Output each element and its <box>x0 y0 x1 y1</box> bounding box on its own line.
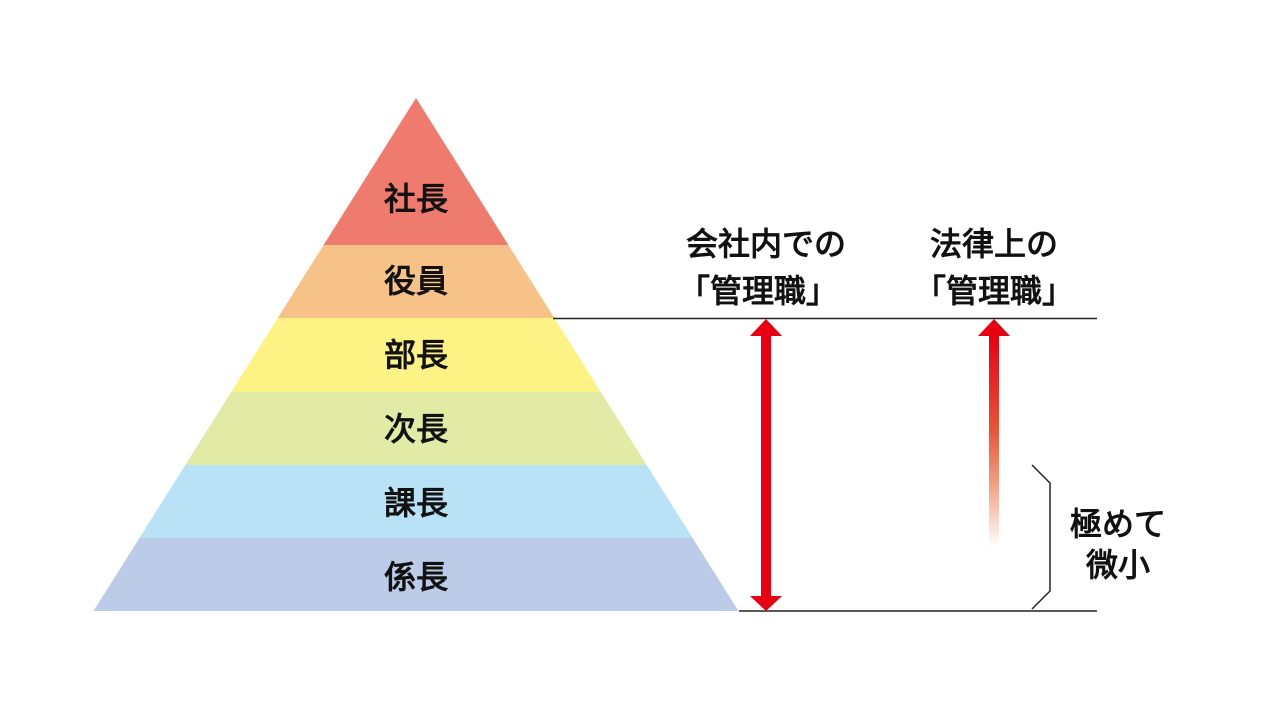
brace-note-line1: 極めて <box>1070 505 1166 543</box>
pyramid-band-general-manager <box>231 318 601 392</box>
brace-note-line2: 微小 <box>1085 546 1150 584</box>
legal-manager-heading-line1: 法律上の <box>930 225 1058 263</box>
pyramid-band-executive <box>277 245 555 318</box>
company-manager-heading-line1: 会社内での <box>686 225 846 263</box>
level-label-general-manager: 部長 <box>384 336 449 374</box>
level-label-subsection-chief: 係長 <box>384 558 449 596</box>
pyramid-labels: 社長 役員 部長 次長 課長 係長 <box>384 180 449 596</box>
pyramid-band-subsection-chief <box>93 538 739 611</box>
pyramid-band-deputy-manager <box>185 392 647 465</box>
level-label-section-chief: 課長 <box>384 484 449 522</box>
brace-icon <box>1031 464 1051 610</box>
company-manager-heading-line2: 「管理職」 <box>678 272 838 310</box>
level-label-president: 社長 <box>384 180 449 218</box>
pyramid-band-section-chief <box>139 465 693 538</box>
level-label-executive: 役員 <box>384 262 448 300</box>
pyramid <box>93 98 739 611</box>
level-label-deputy-manager: 次長 <box>384 410 449 448</box>
legal-manager-heading-line2: 「管理職」 <box>914 272 1074 310</box>
legal-manager-gradient-arrow <box>978 319 1010 547</box>
pyramid-band-president <box>323 98 509 245</box>
company-manager-double-arrow <box>750 319 782 611</box>
